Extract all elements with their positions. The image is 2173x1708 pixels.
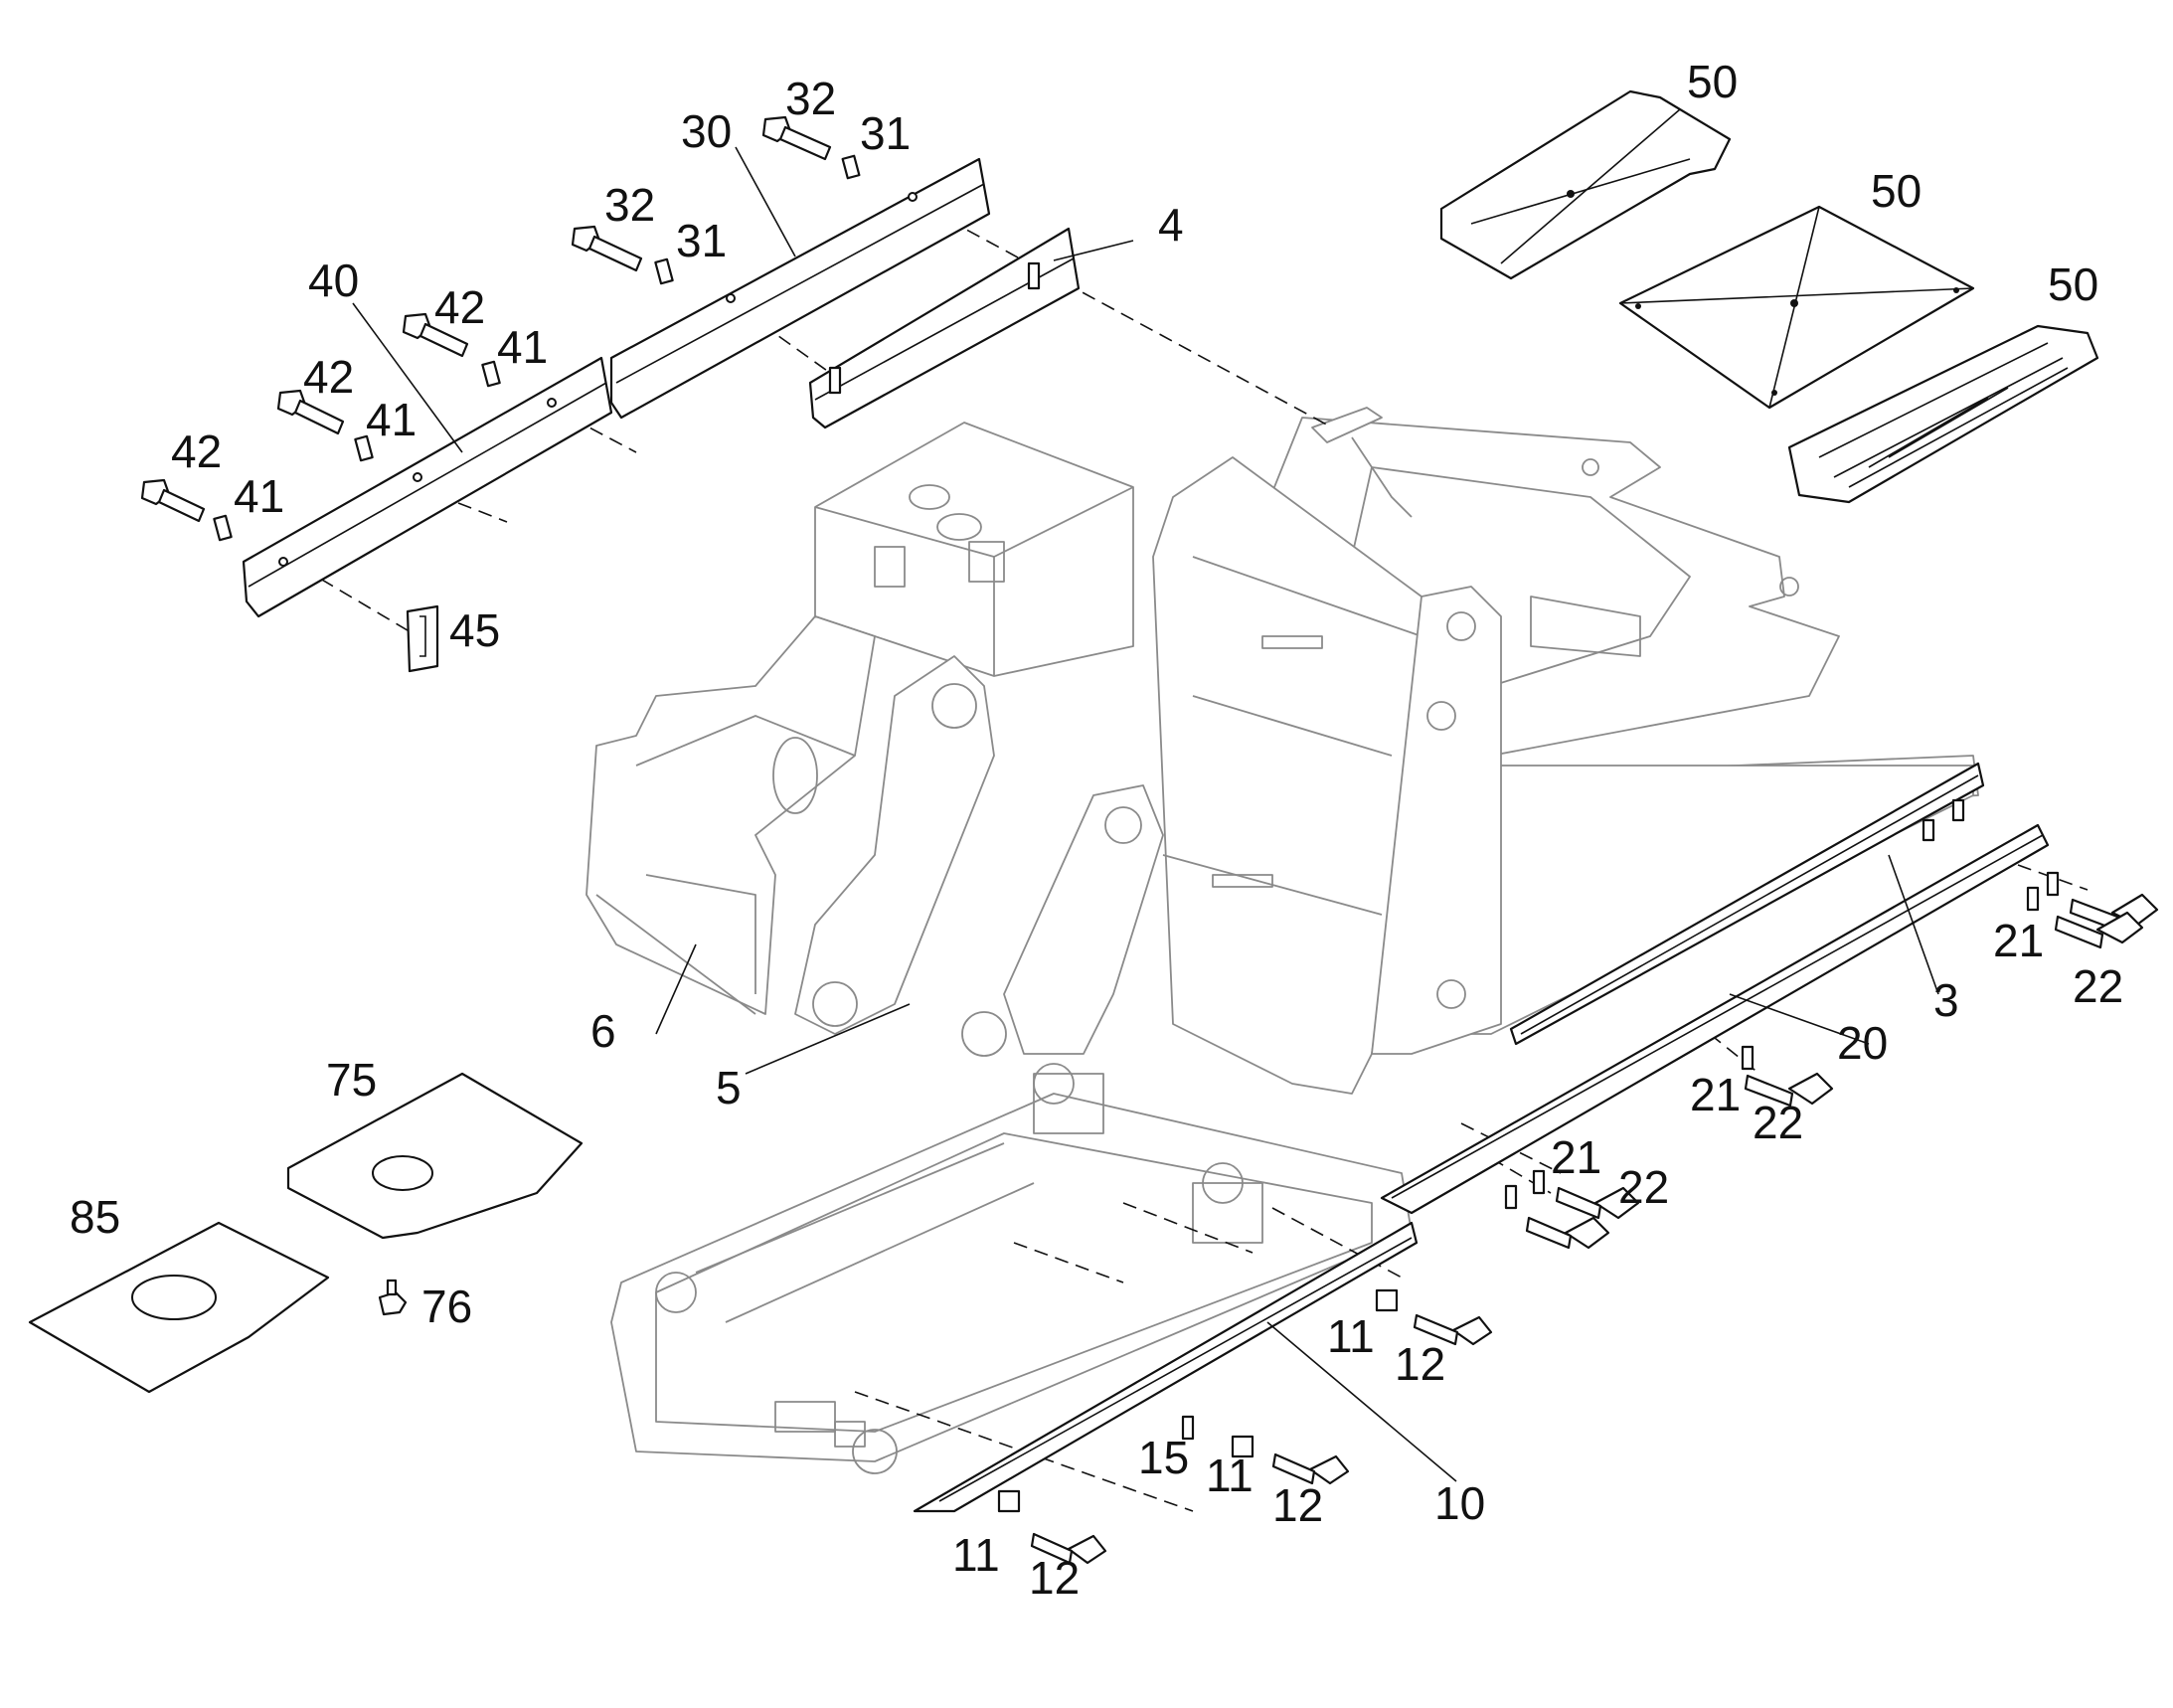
callout-21c: 21: [1551, 1131, 1601, 1183]
washer-21-c: [1741, 1045, 1755, 1071]
plate-85: [28, 1221, 330, 1394]
callout-12a: 12: [1395, 1338, 1445, 1390]
washer-15: [1181, 1415, 1195, 1441]
callout-22b: 22: [1753, 1097, 1803, 1148]
callout-12c: 12: [1029, 1552, 1080, 1604]
washer-11-b: [1231, 1435, 1254, 1458]
callout-22c: 22: [1618, 1161, 1669, 1213]
rail-3: [1509, 762, 1985, 1046]
bolt-12-a: [1413, 1313, 1493, 1346]
callout-50b: 50: [1871, 165, 1922, 217]
bolt-22-c: [1744, 1072, 1834, 1108]
washer-11-c: [997, 1489, 1021, 1513]
callout-42a: 42: [434, 281, 485, 333]
callout-10: 10: [1434, 1477, 1485, 1529]
bolt-32-b: [571, 225, 643, 272]
plate-50-a: [1439, 89, 1732, 280]
callout-40: 40: [308, 255, 359, 306]
callout-75: 75: [326, 1054, 377, 1106]
washer-21-a: [2046, 871, 2060, 897]
bolt-12-c: [1030, 1532, 1107, 1565]
callout-32b: 32: [604, 179, 655, 231]
callout-3: 3: [1933, 974, 1959, 1026]
callout-labels: 32 31 30 32 31 4 40 42 41 42 41 42 41 45…: [70, 56, 2123, 1604]
rail-10: [913, 1221, 1419, 1513]
washer-41-b: [354, 434, 374, 462]
callout-32a: 32: [785, 73, 836, 124]
washer-41-a: [481, 360, 501, 388]
washer-41-c: [213, 514, 233, 542]
washer-11-a: [1375, 1288, 1399, 1312]
bolt-22-b: [2054, 911, 2144, 949]
callout-45: 45: [449, 604, 500, 656]
plate-50-c: [1787, 324, 2099, 504]
callout-5: 5: [716, 1062, 742, 1113]
callout-20: 20: [1837, 1017, 1888, 1069]
washer-31-b: [654, 257, 674, 285]
bolt-42-c: [140, 478, 206, 523]
bolt-12-b: [1271, 1452, 1350, 1485]
shim-45: [406, 604, 439, 673]
plate-50-b: [1618, 205, 1975, 410]
callout-11a: 11: [1327, 1310, 1375, 1362]
callout-15: 15: [1138, 1432, 1189, 1483]
callout-21a: 21: [1993, 915, 2044, 966]
bolt-22-d: [1555, 1186, 1640, 1220]
callout-42c: 42: [171, 426, 222, 477]
callout-76: 76: [421, 1281, 472, 1332]
main-frame: [585, 407, 1979, 1474]
rail-30: [609, 157, 991, 420]
callout-42b: 42: [303, 351, 354, 403]
bolt-42-a: [402, 312, 469, 358]
callout-4: 4: [1158, 199, 1184, 251]
washer-21-e: [1504, 1184, 1518, 1210]
rail-4: [808, 227, 1081, 429]
callout-31b: 31: [676, 215, 727, 266]
callout-41b: 41: [366, 394, 417, 445]
callout-11b: 11: [1206, 1450, 1254, 1501]
callout-85: 85: [70, 1191, 120, 1243]
plate-75: [286, 1072, 584, 1240]
callout-41a: 41: [497, 321, 548, 373]
callout-41c: 41: [234, 470, 284, 522]
callout-31a: 31: [860, 107, 911, 159]
rail-40: [242, 356, 613, 618]
bolt-32-a: [761, 115, 832, 161]
washer-21-d: [1532, 1169, 1546, 1195]
callout-12b: 12: [1272, 1479, 1323, 1531]
callout-6: 6: [590, 1005, 616, 1057]
rail-20: [1380, 823, 2050, 1215]
callout-11c: 11: [952, 1529, 1000, 1581]
callout-30: 30: [681, 105, 732, 157]
bolt-22-e: [1525, 1216, 1610, 1250]
nut-76: [378, 1279, 408, 1316]
bolt-42-b: [276, 389, 345, 435]
callout-50c: 50: [2048, 258, 2098, 310]
callout-22a: 22: [2073, 960, 2123, 1012]
washer-21-b: [2026, 886, 2040, 912]
callout-21b: 21: [1690, 1069, 1741, 1120]
washer-31-a: [841, 154, 861, 180]
leader-lines: [352, 146, 1939, 1482]
callout-50a: 50: [1687, 56, 1738, 107]
